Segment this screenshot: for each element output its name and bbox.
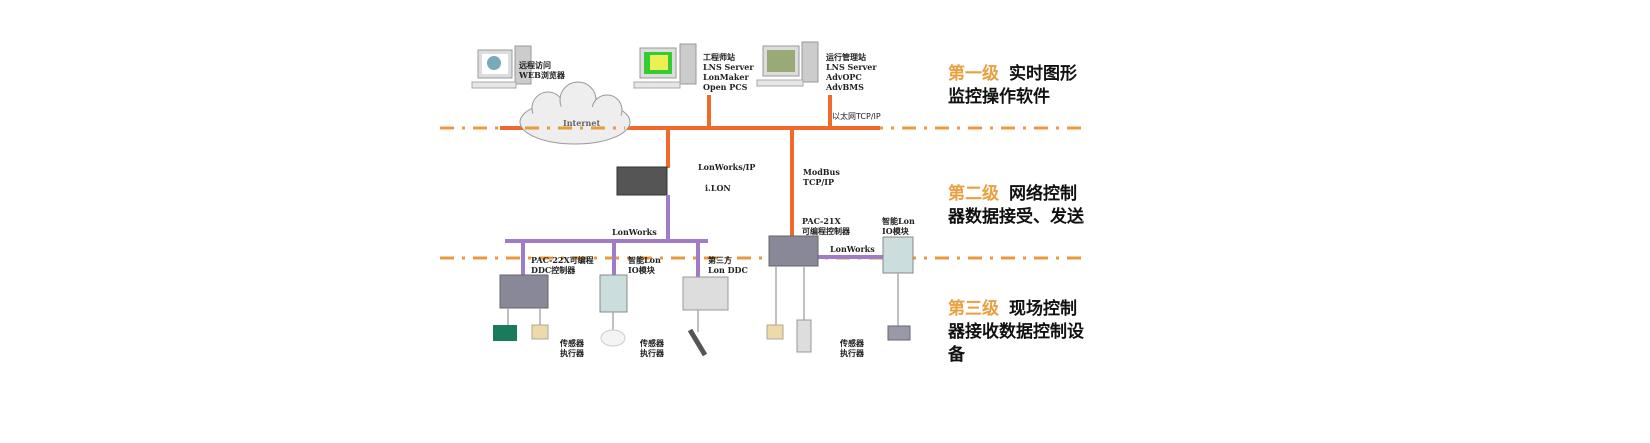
tier-1-description: 第一级实时图形 监控操作软件 [948, 63, 1077, 109]
operation-station-computer-icon [756, 41, 819, 87]
lonworks-ip-label: LonWorks/IP [698, 162, 756, 172]
water-heater-icon [796, 319, 812, 353]
sensor-actuator-label: 传感器 执行器 [560, 338, 584, 358]
station-label: 远程访问 WEB浏览器 [519, 60, 565, 80]
tier-text: 现场控制 [1009, 299, 1077, 319]
tier-text: 实时图形 [1009, 64, 1077, 84]
internet-label: Internet [563, 118, 601, 128]
pac22x-label: PAC-22X可编程 DDC控制器 [531, 255, 594, 275]
tier-level: 第三级 [948, 299, 999, 319]
tier-2-description: 第二级网络控制 器数据接受、发送 [948, 183, 1084, 229]
io-module-right-label: 智能Lon IO模块 [882, 216, 915, 236]
pac21x-label: PAC-21X 可编程控制器 [802, 216, 850, 236]
ethernet-label: 以太网TCP/IP [832, 112, 881, 121]
tier-text: 器数据接受、发送 [948, 207, 1084, 227]
io-module-left-icon [599, 274, 628, 313]
tier-text: 备 [948, 345, 965, 365]
smoke-detector-icon [600, 329, 626, 347]
station-label: 工程师站 LNS Server LonMaker Open PCS [703, 52, 754, 92]
actuator-arm-icon [687, 328, 708, 357]
internet-cloud-icon [519, 81, 631, 145]
sensor-icon [766, 324, 784, 340]
modbus-label: ModBus TCP/IP [803, 167, 840, 187]
ilon-device-icon [616, 166, 668, 196]
tier-text: 器接收数据控制设 [948, 322, 1084, 342]
sensor-actuator-label: 传感器 执行器 [840, 338, 864, 358]
lonworks-left-label: LonWorks [612, 227, 657, 237]
tier-text: 监控操作软件 [948, 87, 1050, 107]
ilon-label: i.LON [705, 183, 731, 193]
third-party-ddc-icon [682, 276, 729, 311]
tier-text: 网络控制 [1009, 184, 1077, 204]
sensor-actuator-label: 传感器 执行器 [640, 338, 664, 358]
tier-level: 第二级 [948, 184, 999, 204]
valve-actuator-icon [887, 325, 911, 341]
pac22x-controller-icon [499, 274, 549, 309]
tier-3-description: 第三级现场控制 器接收数据控制设 备 [948, 298, 1084, 367]
tier-level: 第一级 [948, 64, 999, 84]
pac21x-controller-icon [768, 235, 819, 267]
io-module-left-label: 智能Lon IO模块 [628, 255, 661, 275]
third-party-ddc-label: 第三方 Lon DDC [708, 255, 748, 275]
engineer-station-computer-icon [633, 43, 697, 89]
web-browser-computer-icon [471, 45, 532, 89]
io-module-right-icon [882, 236, 914, 274]
station-label: 运行管理站 LNS Server AdvOPC AdvBMS [826, 52, 877, 92]
generator-icon [493, 325, 517, 341]
sensor-icon [531, 324, 549, 340]
lonworks-right-label: LonWorks [830, 244, 875, 254]
